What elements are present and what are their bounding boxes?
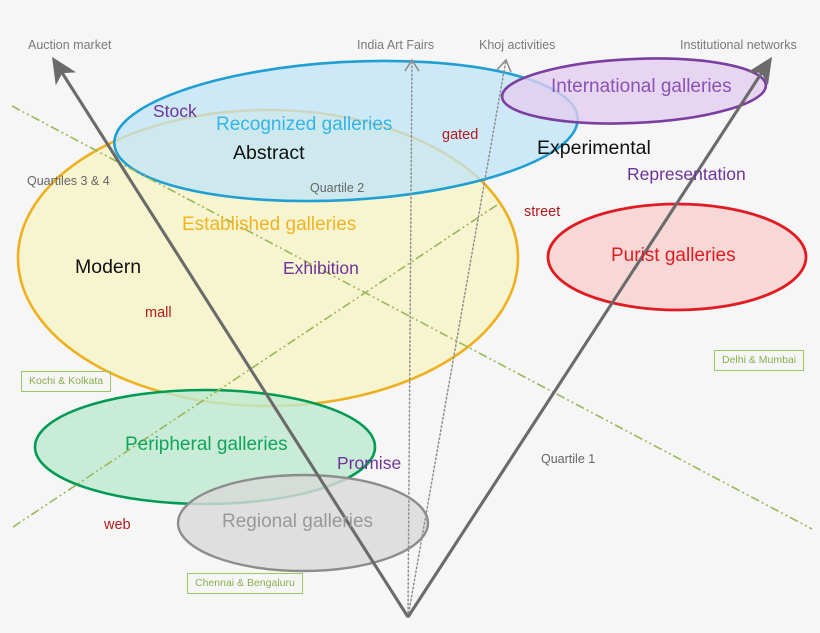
- quartile-divider-descending: [11, 105, 813, 530]
- axis-label-india-art-fairs: India Art Fairs: [357, 38, 435, 52]
- axis-line-institutional-networks: [406, 56, 773, 618]
- concept-label-web: web: [104, 517, 131, 533]
- axis-label-auction-market: Auction market: [28, 38, 112, 52]
- concept-label-representation: Representation: [627, 164, 746, 184]
- concept-label-promise: Promise: [337, 453, 402, 473]
- quartile-divider-ascending: [12, 204, 498, 528]
- concept-label-street: street: [524, 204, 561, 220]
- concept-label-mall: mall: [145, 305, 172, 321]
- set-label-established-galleries[interactable]: Established galleries: [182, 214, 357, 235]
- set-label-regional-galleries[interactable]: Regional galleries: [222, 511, 374, 532]
- axis-label-khoj-activities: Khoj activities: [479, 38, 556, 52]
- concept-label-abstract: Abstract: [233, 142, 305, 164]
- concept-label-experimental: Experimental: [537, 137, 651, 159]
- quartile-label-1: Quartile 1: [541, 452, 596, 466]
- concept-label-modern: Modern: [75, 256, 142, 278]
- axis-line-india-art-fairs: [404, 58, 420, 618]
- city-box-kochi-kolkata[interactable]: Kochi & Kolkata: [21, 371, 112, 392]
- set-label-recognized-galleries[interactable]: Recognized galleries: [216, 114, 393, 135]
- axis-label-institutional-networks: Institutional networks: [680, 38, 797, 52]
- city-box-delhi-mumbai[interactable]: Delhi & Mumbai: [714, 350, 805, 371]
- city-box-chennai-bengaluru[interactable]: Chennai & Bengaluru: [187, 573, 303, 594]
- concept-label-exhibition: Exhibition: [283, 258, 359, 278]
- set-label-purist-galleries[interactable]: Purist galleries: [611, 245, 736, 266]
- set-label-international-galleries[interactable]: International galleries: [551, 76, 732, 97]
- axis-line-auction-market: [52, 56, 410, 618]
- concept-label-gated: gated: [442, 127, 479, 143]
- ellipse-regional-galleries[interactable]: [176, 473, 430, 573]
- set-label-peripheral-galleries[interactable]: Peripheral galleries: [125, 434, 288, 455]
- quartile-label-2: Quartile 2: [310, 181, 365, 195]
- concept-label-stock: Stock: [153, 101, 197, 121]
- quartile-label-3-and-4: Quartiles 3 & 4: [27, 174, 110, 188]
- axis-line-khoj-activities: [407, 58, 512, 618]
